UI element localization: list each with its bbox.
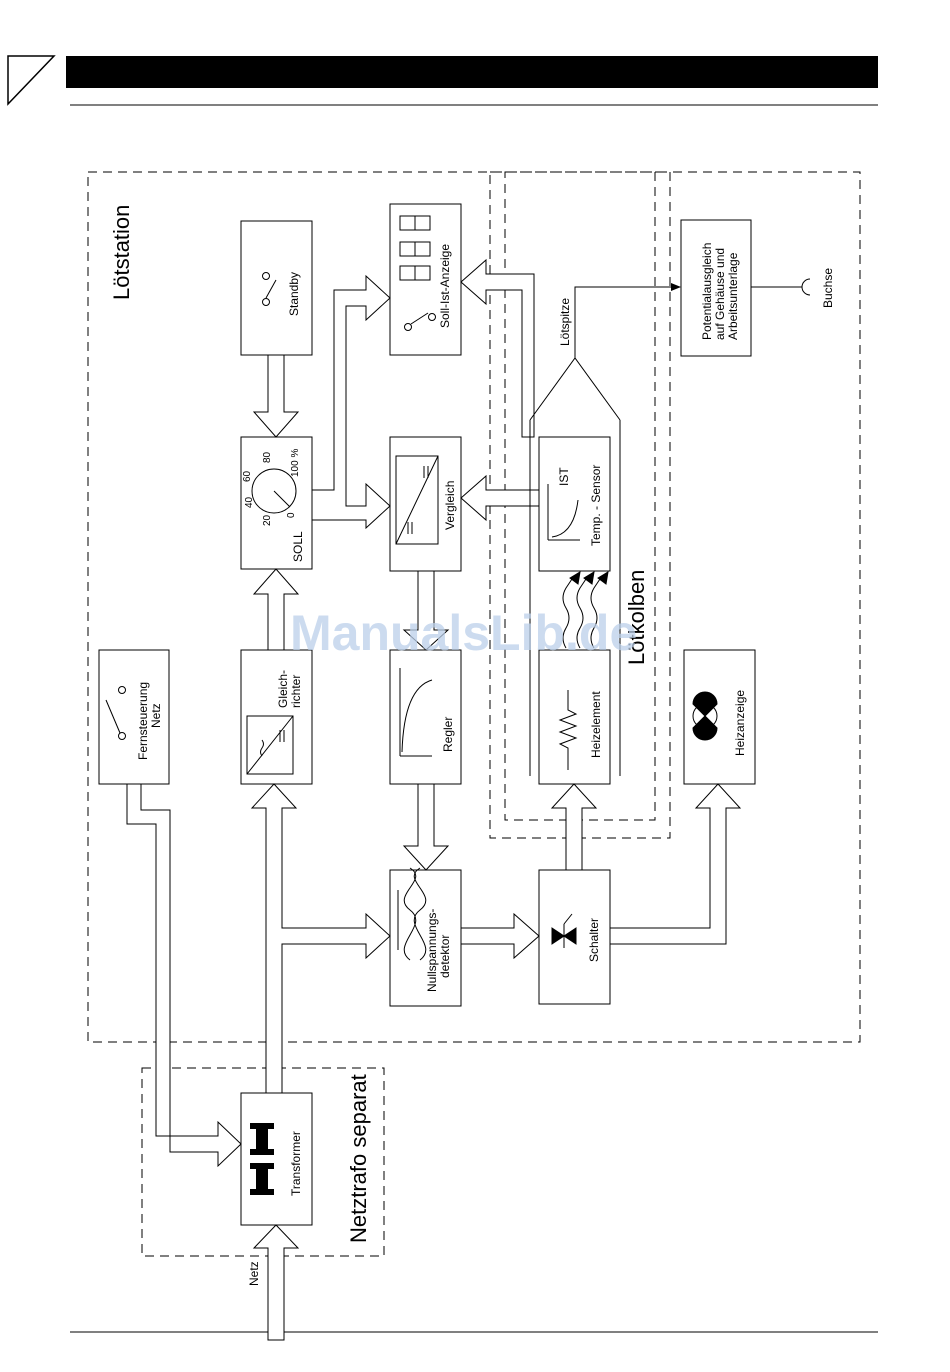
netz-label: Netz: [247, 1261, 261, 1286]
fernsteuerung-block: Fernsteuerung Netz: [98, 649, 170, 785]
transformer-label: Transformer: [289, 1131, 303, 1196]
lamp-icon: [692, 691, 718, 741]
watermark: ManualsLib.de: [290, 605, 637, 661]
arrow-standby-soll: [252, 354, 300, 438]
soll-block: 0 20 40 60 80 100 % SOLL: [240, 436, 313, 570]
vergleich-label: Vergleich: [443, 481, 457, 530]
gleichrichter-line-2: richter: [289, 675, 303, 708]
potentialausgleich-line-2: auf Gehäuse und: [713, 248, 727, 340]
region-netztrafo-border: [141, 1067, 385, 1257]
arrow-vergleich-regler: [402, 570, 450, 651]
dial-tick-0: 0: [286, 512, 297, 518]
nullspannung-line-1: Nullspannungs-: [425, 909, 439, 992]
temp-sensor-label: Temp. - Sensor: [589, 465, 603, 546]
transformer-block: Transformer: [240, 1092, 313, 1226]
digit-display-icon: [399, 215, 431, 281]
resistor-icon: [558, 690, 578, 770]
vergleich-block: Vergleich: [389, 436, 462, 572]
region-title-loetstation: Lötstation: [109, 205, 134, 300]
schalter-block: Schalter: [538, 869, 611, 1005]
heizelement-block: Heizelement: [538, 649, 611, 785]
nullspannung-line-2: detektor: [438, 935, 452, 978]
potentialausgleich-block: Potentialausgleich auf Gehäuse und Arbei…: [680, 219, 752, 357]
line-spitze-potential: [574, 283, 681, 358]
arrow-fernsteuerung-transformer: [126, 783, 242, 1168]
arrow-schalter-heizelement: [550, 783, 598, 871]
soll-label: SOLL: [291, 531, 305, 562]
arrow-sensor-vergleich: [460, 474, 540, 522]
soll-ist-anzeige-block: Soll-Ist-Anzeige: [389, 203, 462, 356]
switch-icon: [404, 312, 436, 331]
schalter-label: Schalter: [587, 918, 601, 962]
gleichrichter-block: Gleich- richter: [240, 649, 313, 785]
switch-icon: [105, 686, 126, 740]
region-title-netztrafo: Netztrafo separat: [346, 1074, 371, 1243]
regler-label: Regler: [441, 717, 455, 752]
buchse-icon: [801, 278, 811, 296]
converter-icon: [246, 715, 294, 775]
standby-label: Standby: [287, 272, 301, 316]
heizanzeige-block: Heizanzeige: [683, 649, 756, 785]
arrow-soll-vergleich: [311, 274, 391, 530]
dial-tick-80: 80: [262, 451, 273, 463]
switch-icon: [262, 272, 277, 306]
ist-label: IST: [557, 467, 571, 486]
region-loetstation-border: [87, 171, 861, 1043]
page-header: [7, 55, 878, 106]
buchse-label: Buchse: [821, 268, 835, 308]
potentialausgleich-line-3: Arbeitsunterlage: [726, 252, 740, 340]
standby-block: Standby: [240, 220, 313, 356]
arrow-schalter-heizanzeige: [609, 783, 742, 945]
nullspannung-block: Nullspannungs- detektor: [389, 867, 462, 1007]
dial-tick-40: 40: [244, 496, 255, 508]
regler-curve-icon: [399, 668, 433, 757]
ist-sensor-block: IST Temp. - Sensor: [538, 436, 611, 572]
region-title-loetkolben: Lötkolben: [624, 570, 649, 665]
corner-mark: [7, 55, 56, 106]
arrow-nullspannung-schalter: [460, 912, 540, 960]
heizelement-label: Heizelement: [589, 691, 603, 758]
converter-icon: [395, 455, 439, 545]
arrow-sensor-anzeige: [460, 258, 535, 438]
dial-tick-60: 60: [242, 470, 253, 482]
dial-icon: [251, 468, 297, 514]
fernsteuerung-line-2: Netz: [149, 703, 163, 728]
fernsteuerung-line-1: Fernsteuerung: [136, 682, 150, 760]
potentialausgleich-line-1: Potentialausgleich: [700, 243, 714, 340]
arrow-regler-nullspannung: [402, 783, 450, 871]
regler-block: Regler: [389, 649, 462, 785]
dial-tick-20: 20: [262, 514, 273, 526]
heizanzeige-label: Heizanzeige: [733, 690, 747, 756]
sine-wave-icon: [397, 867, 427, 961]
dial-tick-100: 100 %: [290, 449, 301, 477]
soll-ist-anzeige-label: Soll-Ist-Anzeige: [438, 244, 452, 328]
header-bar: [66, 56, 878, 88]
arrow-transformer-gleichrichter: [250, 783, 391, 1094]
dial-pointer: [273, 490, 291, 508]
gleichrichter-line-1: Gleich-: [276, 670, 290, 708]
triac-icon: [551, 913, 577, 948]
sensor-curve-icon: [547, 484, 580, 541]
loetspitze-outline: [529, 357, 621, 421]
arrow-netz-transformer: [252, 1224, 300, 1341]
transformer-icon: [250, 1123, 274, 1195]
heat-arrows: [562, 571, 609, 649]
arrow-gleichrichter-soll: [252, 568, 300, 651]
loetspitze-label: Lötspitze: [558, 298, 572, 346]
